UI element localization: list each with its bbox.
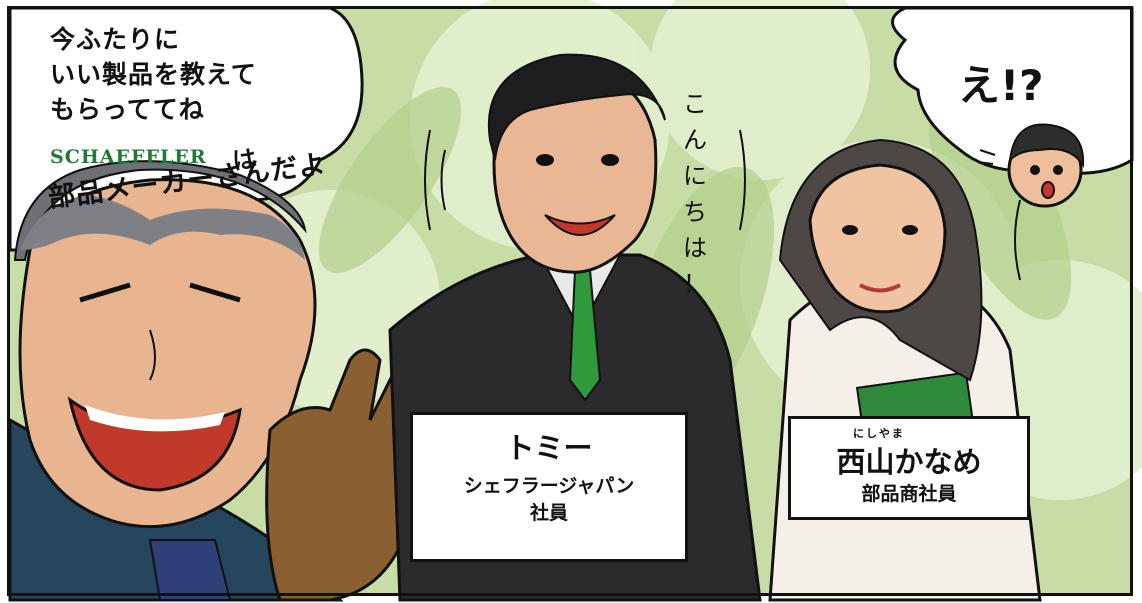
greeting-char: に xyxy=(683,162,707,190)
caption-box-tommy: トミー シェフラージャパン 社員 xyxy=(410,412,688,562)
caption-ruby: にしやま xyxy=(853,427,905,440)
caption-name: トミー xyxy=(505,431,593,465)
speech-line-1: 今ふたりに xyxy=(50,25,181,54)
caption-company: シェフラージャパン xyxy=(463,475,635,497)
schaeffler-wordmark: SCHAEFFLER xyxy=(50,146,207,168)
greeting-char: ち xyxy=(683,198,707,226)
greeting-char: ん xyxy=(683,126,707,154)
greeting-vertical: こ ん に ち は ！ xyxy=(678,86,712,302)
caption-role: 社員 xyxy=(529,502,568,524)
caption-box-kaname: にしやま 西山かなめ 部品商社員 xyxy=(788,416,1030,520)
left-speech-text: 今ふたりに いい製品を教えて もらっててね xyxy=(50,22,257,127)
greeting-char: ！ xyxy=(683,270,707,298)
speech-line-2: いい製品を教えて xyxy=(50,60,257,89)
greeting-char: は xyxy=(683,234,707,262)
surprise-exclamation: え!? xyxy=(958,61,1044,110)
speech-line-3: もらっててね xyxy=(50,95,205,124)
caption-role: 部品商社員 xyxy=(861,483,957,505)
caption-name: 西山かなめ xyxy=(836,445,982,479)
greeting-char: こ xyxy=(683,90,707,118)
